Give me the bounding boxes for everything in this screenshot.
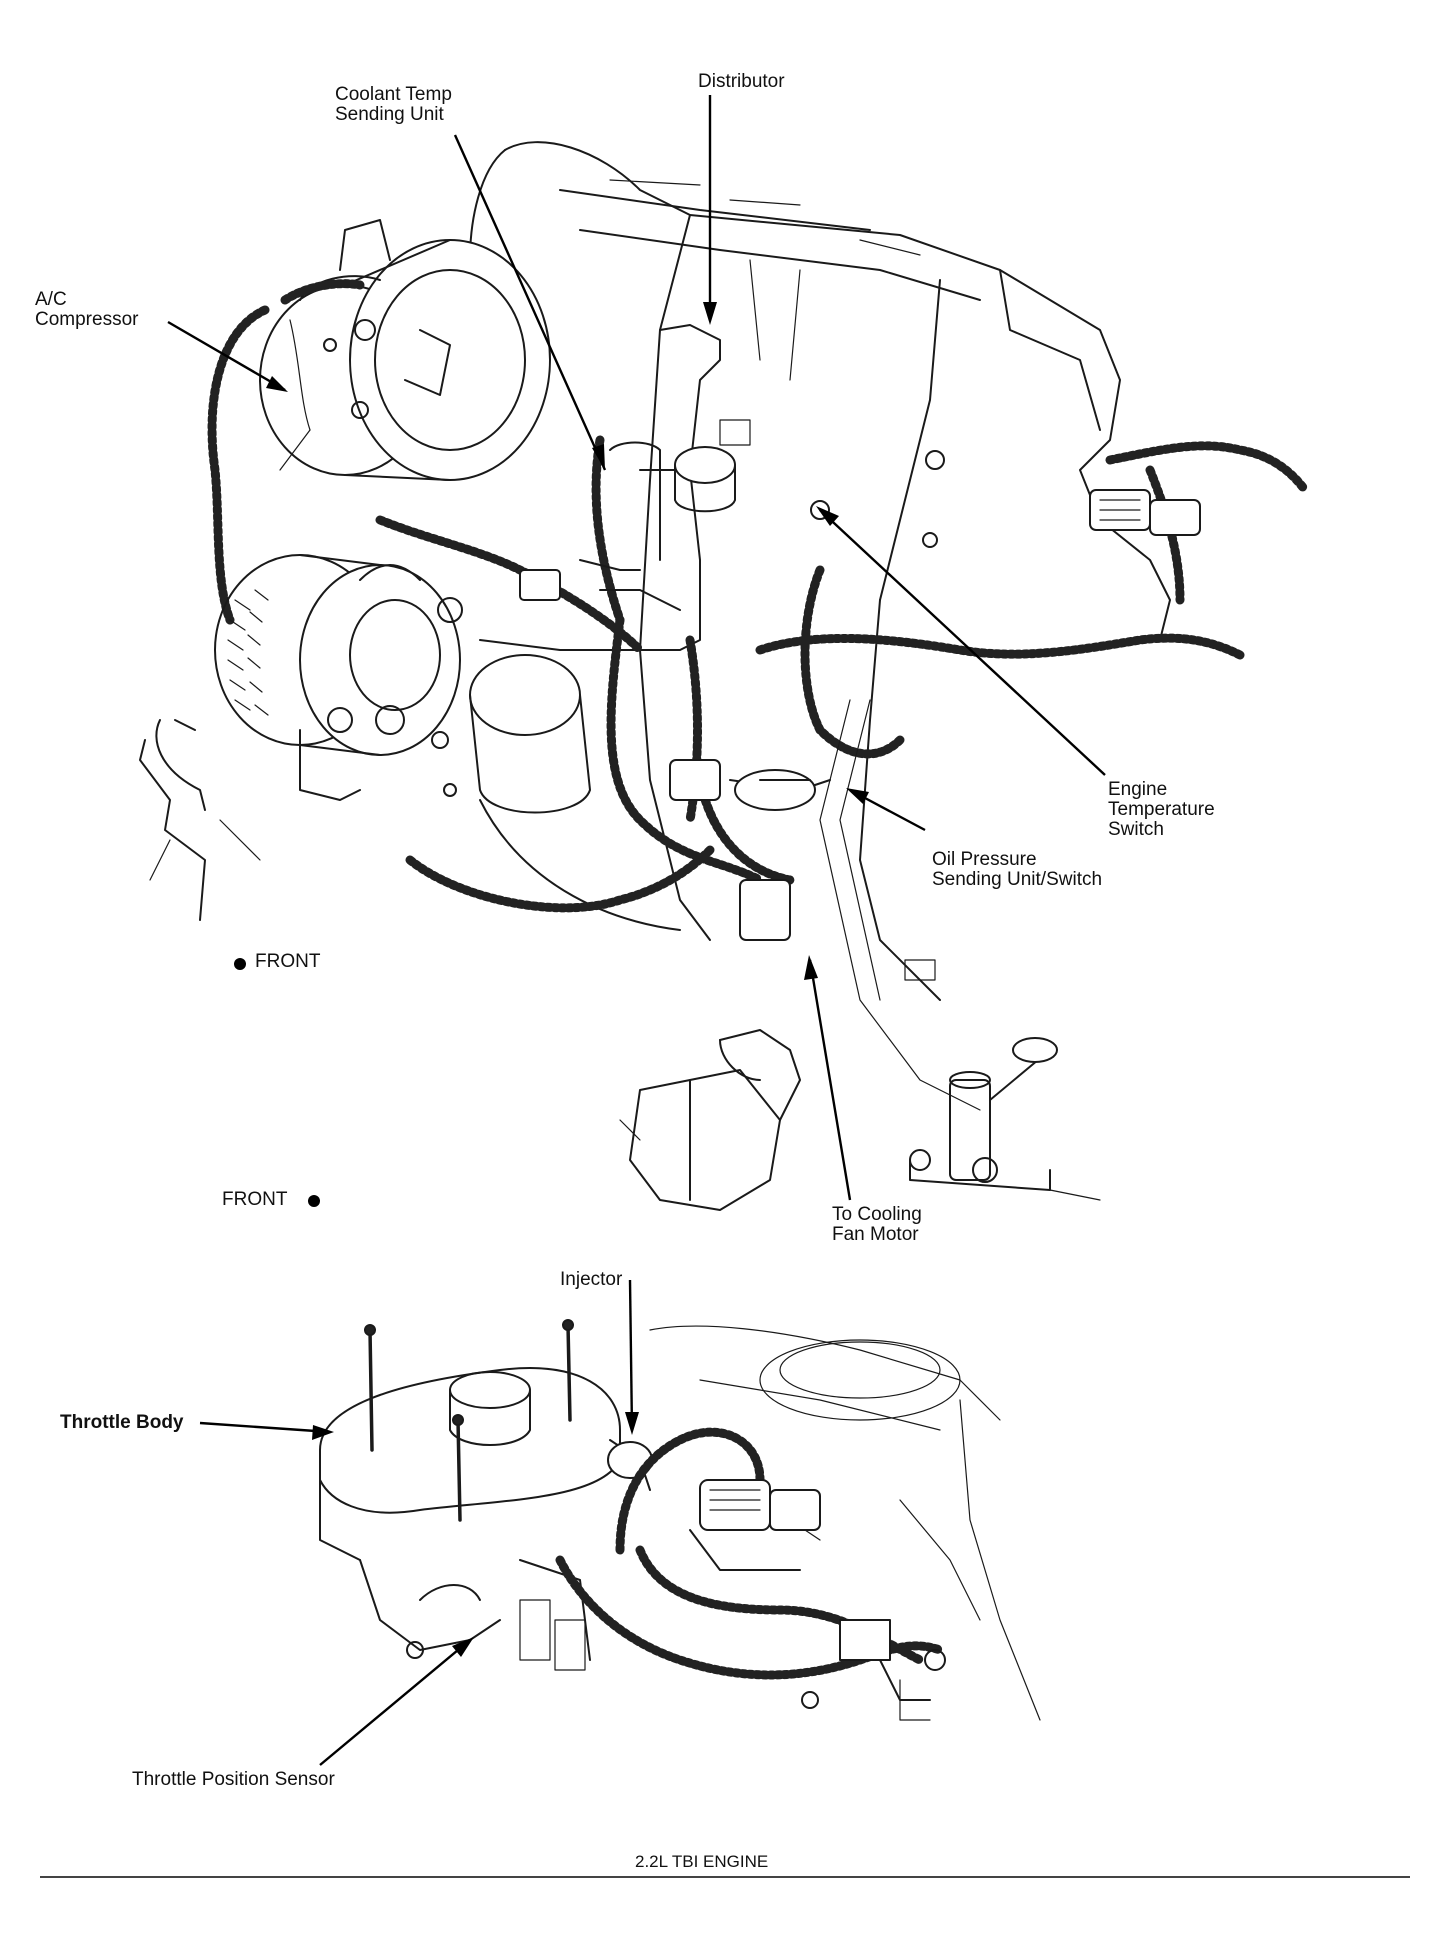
oil-filter <box>469 654 591 814</box>
ac-compressor-leader <box>167 320 288 392</box>
label-throttle-position-sensor: Throttle Position Sensor <box>132 1769 335 1790</box>
figure-caption: 2.2L TBI ENGINE <box>635 1852 769 1871</box>
label-distributor: Distributor <box>698 71 785 92</box>
oil-pressure-leader <box>846 788 926 832</box>
engine-block-lower-background <box>649 1325 1041 1721</box>
frame-rail-outline <box>599 589 981 1111</box>
label-front-lower: FRONT <box>222 1189 288 1210</box>
cooling-fan-leader <box>804 955 852 1201</box>
throttle-body-leader <box>199 1421 334 1440</box>
distributor-body <box>609 324 751 651</box>
label-engine-temp-switch: Engine Temperature Switch <box>1108 779 1215 840</box>
wiring-harness-upper <box>375 435 1310 913</box>
label-injector: Injector <box>560 1269 623 1290</box>
label-oil-pressure: Oil Pressure Sending Unit/Switch <box>932 849 1103 890</box>
drive-belt <box>207 279 365 625</box>
front-marker-upper-dot <box>234 958 246 970</box>
throttle-position-sensor-leader <box>319 1637 474 1766</box>
ac-compressor <box>259 219 551 481</box>
label-front-upper: FRONT <box>255 951 321 972</box>
label-cooling-fan: To Cooling Fan Motor <box>832 1204 922 1245</box>
alternator <box>214 554 463 801</box>
injector-leader <box>625 1279 639 1435</box>
connectors-upper <box>519 450 1201 941</box>
front-marker-lower-dot <box>308 1195 320 1207</box>
label-throttle-body: Throttle Body <box>60 1412 184 1433</box>
footer-rule <box>40 1876 1410 1878</box>
air-intake-duct <box>619 1029 801 1211</box>
coolant-temp-leader <box>453 134 607 471</box>
engine-temp-switch-leader <box>816 506 1106 776</box>
label-ac-compressor: A/C Compressor <box>35 289 139 330</box>
label-coolant-temp: Coolant Temp Sending Unit <box>335 84 452 125</box>
lever-bracket <box>909 1037 1101 1201</box>
distributor-leader <box>703 95 717 325</box>
engine-mount-bracket <box>139 719 261 921</box>
throttle-body-assembly <box>319 1319 653 1671</box>
wiring-harness-lower <box>555 1427 946 1721</box>
